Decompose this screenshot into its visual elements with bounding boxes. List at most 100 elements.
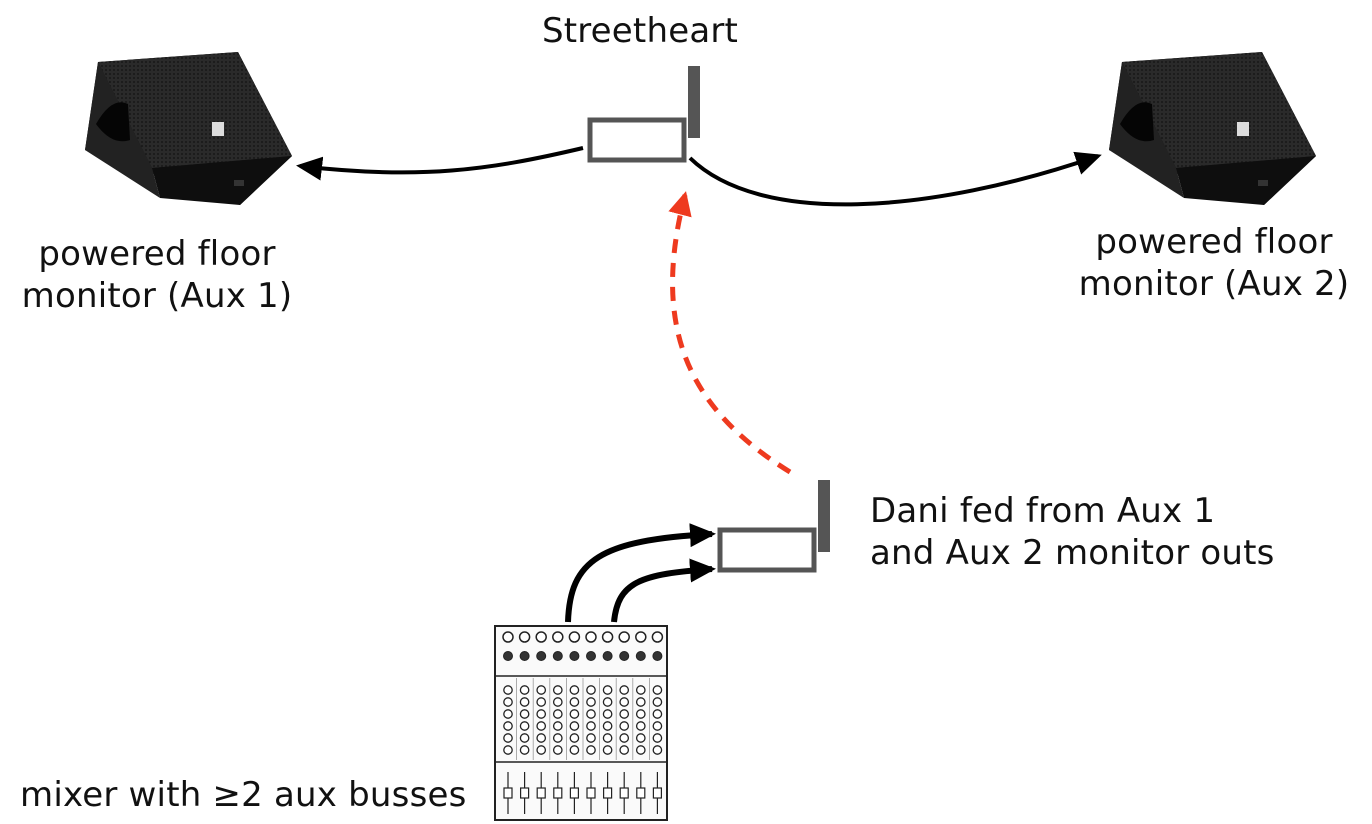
mixer-knob <box>519 685 530 695</box>
mixer-knob <box>652 697 663 707</box>
aux1-monitor-label-line2: monitor (Aux 1) <box>21 276 293 316</box>
mixer-knob <box>519 745 530 755</box>
mixer-input-jack <box>602 651 613 661</box>
mixer-knob <box>602 709 613 719</box>
mixer-knob <box>519 721 530 731</box>
mixer-knob <box>536 721 547 731</box>
wireless-transmitter-icon <box>717 480 830 573</box>
mixer-fader-cap <box>503 787 513 799</box>
mixer-input-jack <box>536 651 547 661</box>
mixer-knob <box>503 685 513 695</box>
mixer-input-jack <box>585 631 597 643</box>
mixer-input-jack <box>535 631 547 643</box>
mixer-fader-cap <box>652 787 663 799</box>
mixer-knob <box>619 733 630 743</box>
floor-monitor-speaker-icon <box>85 52 292 205</box>
aux2-monitor-label-line2: monitor (Aux 2) <box>1078 264 1350 304</box>
mixer-knob <box>586 709 596 719</box>
aux2-monitor-label-line1: powered floor <box>1095 222 1333 262</box>
mixer-knob <box>652 685 663 695</box>
mixer-knob <box>552 745 563 755</box>
mixer-knob <box>536 685 547 695</box>
floor-monitor-speaker-icon <box>1109 52 1316 205</box>
mixer-fader-cap <box>553 787 563 799</box>
mixer-input-jack <box>652 651 663 661</box>
mixer-input-jack <box>619 651 630 661</box>
mixer-knob <box>652 721 663 731</box>
mixer-fader-cap <box>569 787 580 799</box>
dani-label: Dani fed from Aux 1 and Aux 2 monitor ou… <box>870 490 1275 574</box>
mixer-knob <box>519 697 530 707</box>
mixer-input-jack <box>568 631 581 643</box>
mixer-knob <box>586 721 596 731</box>
mixer-knob <box>503 745 513 755</box>
mixer-knob <box>569 721 580 731</box>
aux2-monitor-label: powered floor monitor (Aux 2) <box>1056 221 1372 305</box>
mixer-knob <box>519 733 530 743</box>
mixer-knob <box>619 721 630 731</box>
aux1-monitor-label-line1: powered floor <box>38 234 276 274</box>
mixer-knob <box>619 697 630 707</box>
mixer-knob <box>536 733 547 743</box>
mixer-input-jack <box>586 651 596 661</box>
mixer-knob <box>536 697 547 707</box>
aux1-cable-arrow <box>565 523 716 623</box>
streetheart-label: Streetheart <box>541 11 739 51</box>
wireless-transmitter-icon <box>587 66 700 163</box>
mixer-knob <box>602 733 613 743</box>
mixer-knob <box>652 709 663 719</box>
mixer-knob <box>503 721 513 731</box>
mixer-input-jack <box>552 651 563 661</box>
mixer-knob <box>503 733 513 743</box>
mixer-knob <box>519 709 530 719</box>
mixer-knob <box>586 745 596 755</box>
mixer-knob <box>602 685 613 695</box>
mixer-knob <box>569 685 580 695</box>
mixer-input-jack <box>519 651 530 661</box>
mixer-knob <box>602 745 613 755</box>
arrow-to-aux1-monitor <box>296 146 584 181</box>
dani-label-line2: and Aux 2 monitor outs <box>870 533 1275 573</box>
mixer-knob <box>569 697 580 707</box>
mixer-knob <box>635 697 646 707</box>
mixer-knob <box>586 733 596 743</box>
mixer-input-jack <box>618 631 630 643</box>
mixer-knob <box>652 733 663 743</box>
mixer-knob <box>619 709 630 719</box>
wireless-link-arrow <box>668 191 792 475</box>
mixer-knob <box>552 709 563 719</box>
mixer-knob <box>552 697 563 707</box>
mixer-knob <box>552 685 563 695</box>
mixer-knob <box>602 697 613 707</box>
mixer-input-jack <box>635 631 647 643</box>
mixer-knob <box>602 721 613 731</box>
mixer-knob <box>635 721 646 731</box>
mixer-knob <box>536 745 547 755</box>
mixer-knob <box>635 745 646 755</box>
mixer-input-jack <box>601 631 614 643</box>
dani-label-line1: Dani fed from Aux 1 <box>870 491 1216 531</box>
mixer-fader-cap <box>586 787 596 799</box>
aux1-monitor-label: powered floor monitor (Aux 1) <box>2 233 312 317</box>
mixer-knob <box>552 733 563 743</box>
mixer-input-jack <box>569 651 580 661</box>
mixer-input-jack <box>518 631 531 643</box>
mixer-fader-cap <box>619 787 629 799</box>
mixer-knob <box>503 709 513 719</box>
mixer-knob <box>619 685 630 695</box>
mixer-knob <box>635 733 646 743</box>
mixer-input-jack <box>502 631 514 643</box>
aux2-cable-arrow <box>611 558 716 623</box>
audio-mixer-icon <box>494 625 668 821</box>
mixer-fader-cap <box>536 787 546 799</box>
mixer-fader-cap <box>636 787 646 799</box>
mixer-fader-cap <box>519 787 530 799</box>
mixer-input-jack <box>503 651 513 661</box>
mixer-knob <box>652 745 663 755</box>
mixer-knob <box>586 685 596 695</box>
mixer-knob <box>503 697 513 707</box>
mixer-knob <box>586 697 596 707</box>
mixer-knob <box>569 709 580 719</box>
mixer-knob <box>569 745 580 755</box>
